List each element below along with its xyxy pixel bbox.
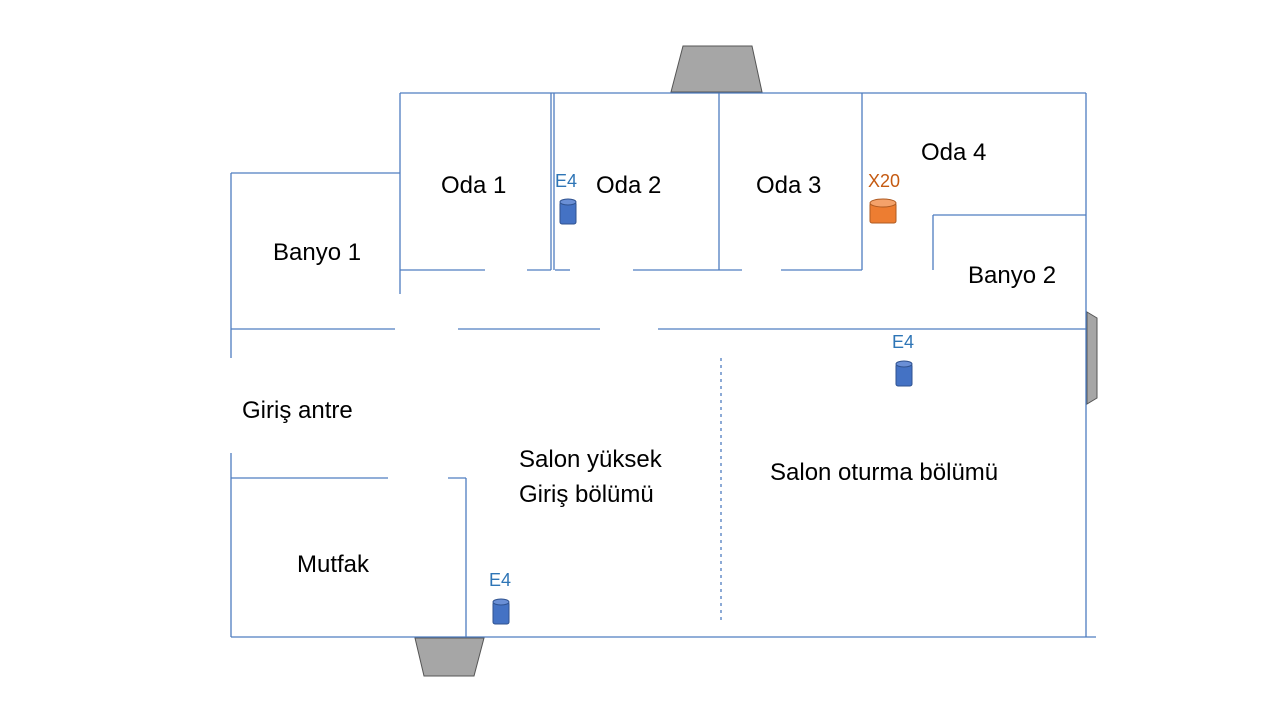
room-label-oda-2: Oda 2 — [596, 172, 662, 199]
windows — [414, 45, 1098, 677]
room-label-giris-bolumu: Giriş bölümü — [519, 481, 654, 508]
room-label-banyo-1: Banyo 1 — [273, 239, 362, 266]
device-label: E4 — [892, 332, 915, 352]
room-label-giris-antre: Giriş antre — [242, 397, 353, 424]
device-cylinder — [492, 598, 510, 625]
device-cylinder — [559, 198, 577, 225]
room-label-oda-3: Oda 3 — [756, 172, 822, 199]
room-label-salon-yuksek: Salon yüksek — [519, 446, 662, 473]
window-bottom — [414, 637, 485, 677]
walls — [230, 92, 1096, 638]
room-label-oda-1: Oda 1 — [441, 172, 507, 199]
window-top — [670, 45, 763, 93]
device-cylinder — [869, 198, 897, 224]
window-right — [1086, 311, 1098, 405]
device-label: E4 — [555, 171, 578, 191]
device-label: E4 — [489, 570, 512, 590]
device-cylinder — [895, 360, 913, 387]
room-label-salon-oturma: Salon oturma bölümü — [770, 459, 999, 486]
device-label: X20 — [868, 171, 901, 191]
room-label-mutfak: Mutfak — [297, 551, 370, 578]
room-label-banyo-2: Banyo 2 — [968, 262, 1057, 289]
room-label-oda-4: Oda 4 — [921, 139, 987, 166]
